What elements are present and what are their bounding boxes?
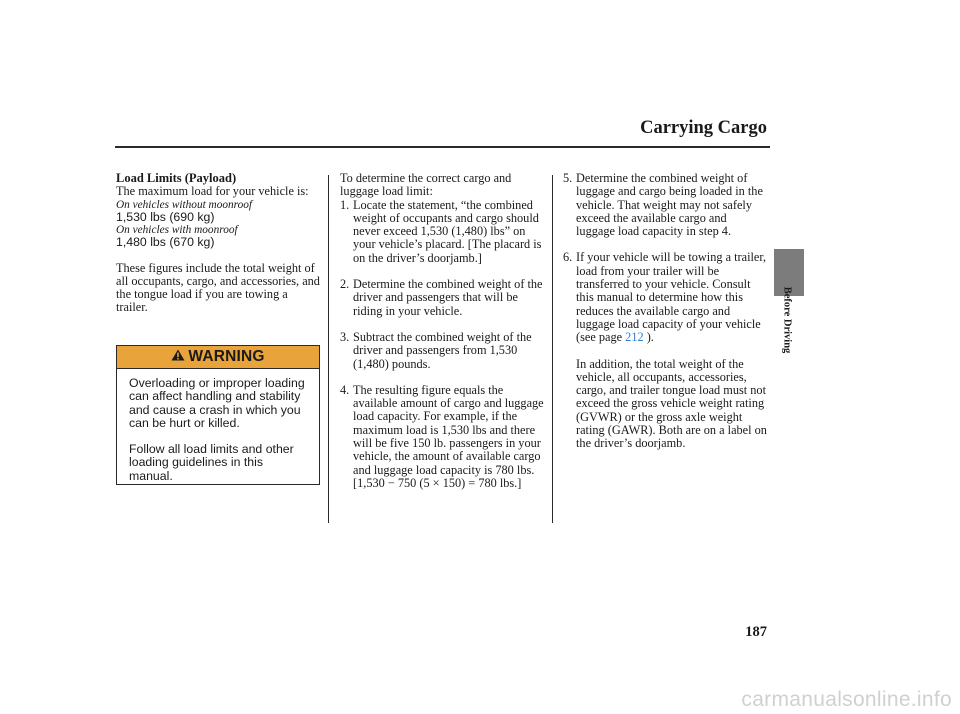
column-divider: [552, 175, 553, 523]
list-item: In addition, the total weight of the veh…: [563, 356, 768, 451]
page-title: Carrying Cargo: [640, 118, 767, 138]
list-item: 1. Locate the statement, “the combined w…: [340, 197, 546, 265]
intro-text: The maximum load for your vehicle is:: [116, 184, 309, 199]
watermark: carmanualsonline.info: [741, 688, 952, 711]
note-without-moonroof: On vehicles without moonroof: [116, 198, 253, 211]
warning-box: WARNING Overloading or improper loading …: [116, 345, 320, 485]
side-section-label: Before Driving: [781, 286, 793, 354]
step-text-before-link: If your vehicle will be towing a trailer…: [576, 250, 767, 345]
step-text-after-link: ).: [643, 330, 654, 345]
step-text: If your vehicle will be towing a trailer…: [576, 251, 768, 344]
figures-text: These figures include the total weight o…: [116, 260, 320, 315]
step-number: 4.: [340, 382, 350, 397]
step-number: 2.: [340, 277, 350, 292]
step-text: The resulting figure equals the availabl…: [353, 382, 544, 490]
section-heading: Load Limits (Payload): [116, 171, 237, 185]
step-number: 5.: [563, 171, 573, 185]
column-cargo-steps: To determine the correct cargo and lugga…: [340, 171, 546, 490]
step-text: Subtract the combined weight of the driv…: [353, 329, 532, 371]
warning-paragraph: Overloading or improper loading can affe…: [129, 376, 305, 430]
warning-paragraph: Follow all load limits and other loading…: [129, 442, 294, 483]
list-item: 3. Subtract the combined weight of the d…: [340, 329, 546, 371]
list-item: 6. If your vehicle will be towing a trai…: [563, 251, 768, 344]
step-number: 6.: [563, 250, 573, 265]
warning-header: WARNING: [117, 346, 319, 369]
step-text: Determine the combined weight of the dri…: [353, 277, 543, 318]
load-value-without-moonroof: 1,530 lbs (690 kg): [116, 209, 215, 224]
list-item: 4. The resulting figure equals the avail…: [340, 382, 546, 490]
warning-triangle-icon: [171, 348, 185, 366]
column-divider: [328, 175, 329, 523]
page-number: 187: [745, 624, 767, 640]
step-text: Locate the statement, “the combined weig…: [353, 197, 542, 265]
addition-text: In addition, the total weight of the veh…: [576, 356, 767, 451]
section-tab-marker: [774, 249, 804, 296]
note-with-moonroof: On vehicles with moonroof: [116, 223, 238, 236]
step-number: 3.: [340, 329, 350, 344]
title-rule: [115, 146, 770, 148]
step-text: Determine the combined weight of luggage…: [576, 171, 763, 239]
step-number: 1.: [340, 197, 350, 212]
warning-title: WARNING: [188, 348, 265, 365]
column-load-limits: Load Limits (Payload) The maximum load f…: [116, 171, 322, 315]
load-value-with-moonroof: 1,480 lbs (670 kg): [116, 234, 215, 249]
intro-text: To determine the correct cargo and lugga…: [340, 171, 512, 199]
list-item: 5. Determine the combined weight of lugg…: [563, 171, 768, 239]
list-item: 2. Determine the combined weight of the …: [340, 277, 546, 318]
column-cargo-steps-continued: 5. Determine the combined weight of lugg…: [563, 171, 768, 451]
page-reference-link[interactable]: 212: [625, 330, 644, 345]
